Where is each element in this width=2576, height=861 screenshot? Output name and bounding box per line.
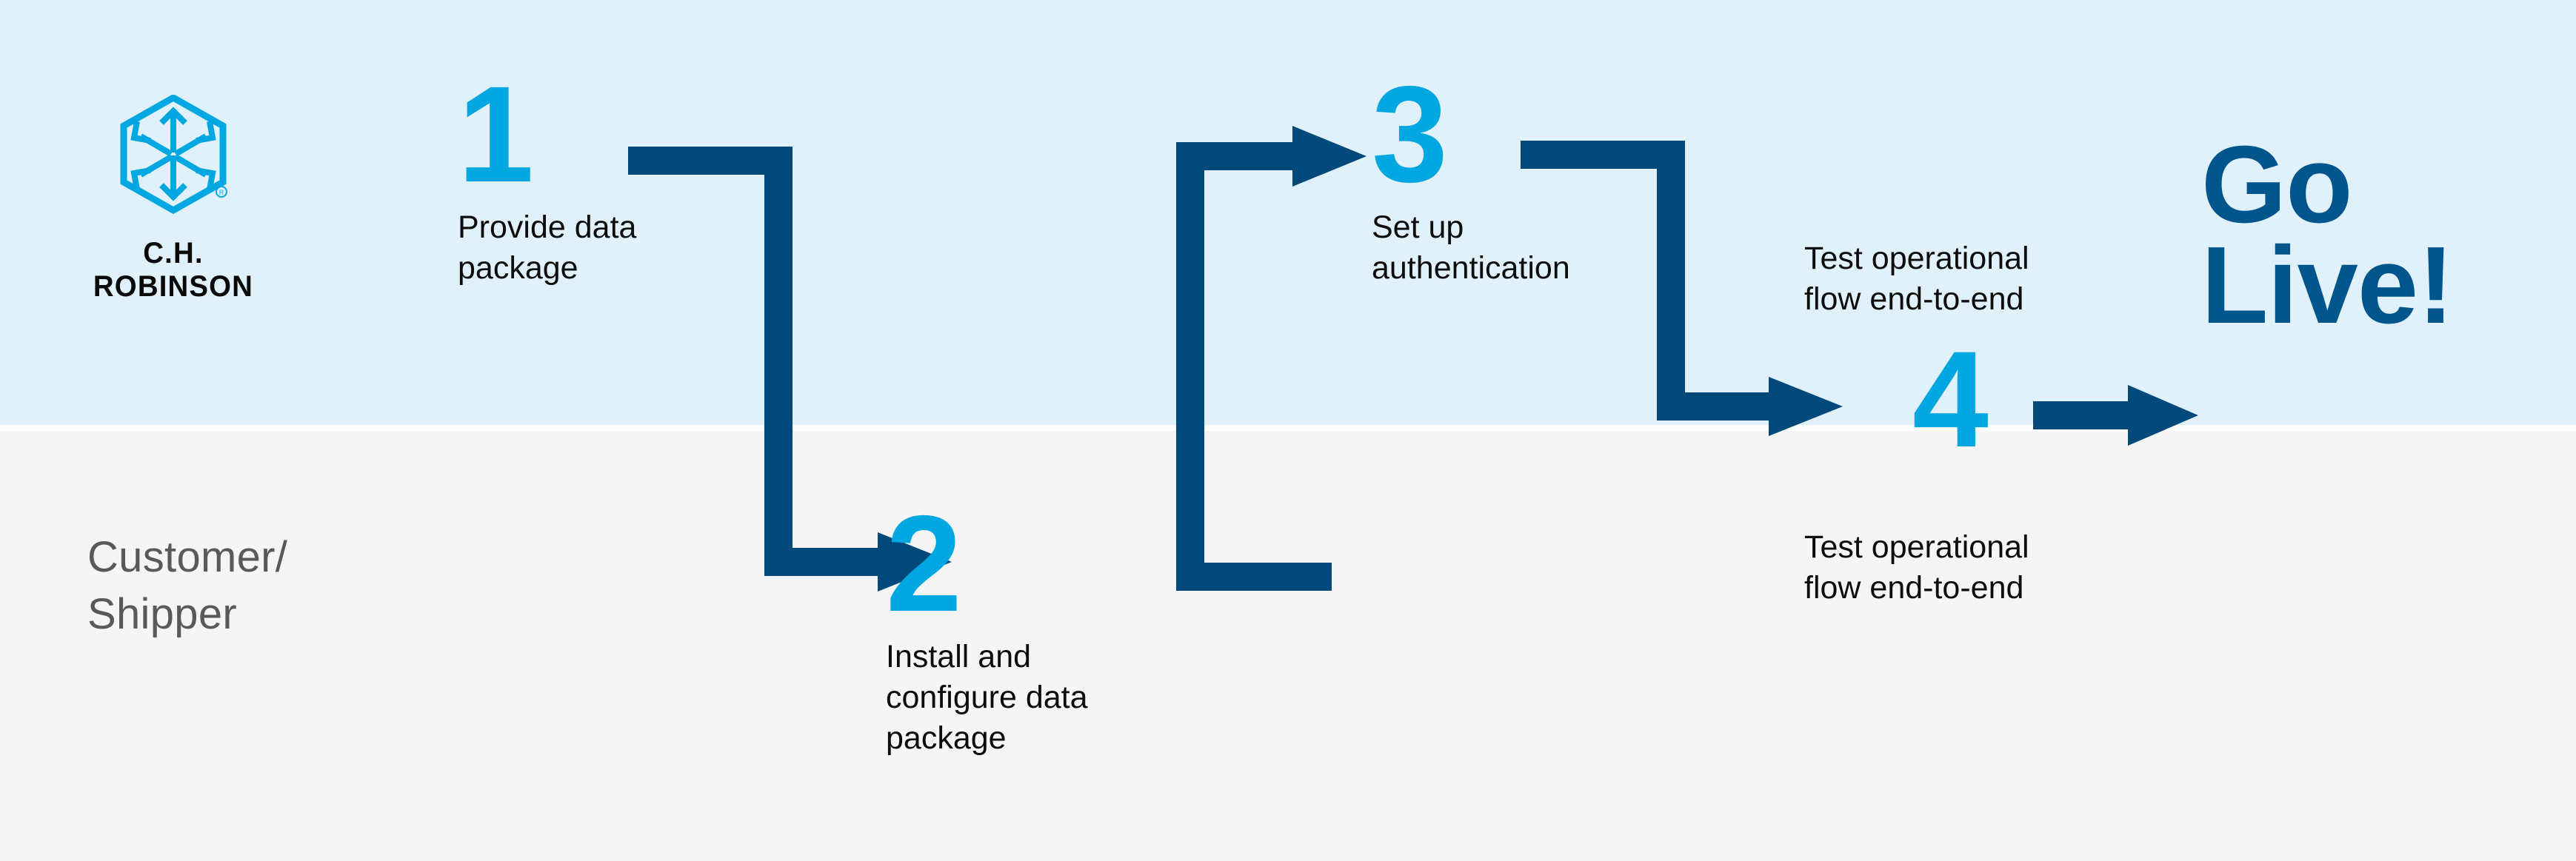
step-3-label: Set up authentication <box>1372 210 1570 287</box>
connector-step4-to-golive <box>2033 385 2198 446</box>
svg-text:R: R <box>219 189 224 196</box>
swimlane-band-bottom <box>0 431 2576 861</box>
step-2-label: Install and configure data package <box>886 639 1088 757</box>
step-4: 4 <box>1912 324 2194 476</box>
connector-step2-to-step3 <box>1176 126 1367 591</box>
outcome-go-live: Go Live! <box>2201 124 2454 347</box>
connector-step1-to-step2 <box>628 147 952 592</box>
step-2-number: 2 <box>886 488 962 640</box>
swimlane-label-customer-shipper: Customer/ Shipper <box>87 533 288 639</box>
hexagon-cube-arrows-icon: R <box>120 95 227 215</box>
brand-wordmark: C.H. ROBINSON <box>93 237 254 303</box>
step-4-number: 4 <box>1912 324 1989 476</box>
brand-logo: R C.H. ROBINSON <box>77 95 270 304</box>
annotation-test-flow-top: Test operational flow end-to-end <box>1804 241 2029 318</box>
swimlane-band-top <box>0 0 2576 425</box>
step-1: 1 Provide data package <box>458 58 702 289</box>
connector-step3-to-step4 <box>1521 141 1843 436</box>
step-1-label: Provide data package <box>458 210 637 287</box>
step-3-number: 3 <box>1372 58 1448 211</box>
step-4-label: Test operational flow end-to-end <box>1804 529 2029 606</box>
step-2: 2 Install and configure data package <box>886 488 1167 759</box>
registered-mark-icon: R <box>216 186 227 198</box>
step-3: 3 Set up authentication <box>1372 58 1653 289</box>
step-1-number: 1 <box>458 58 534 211</box>
